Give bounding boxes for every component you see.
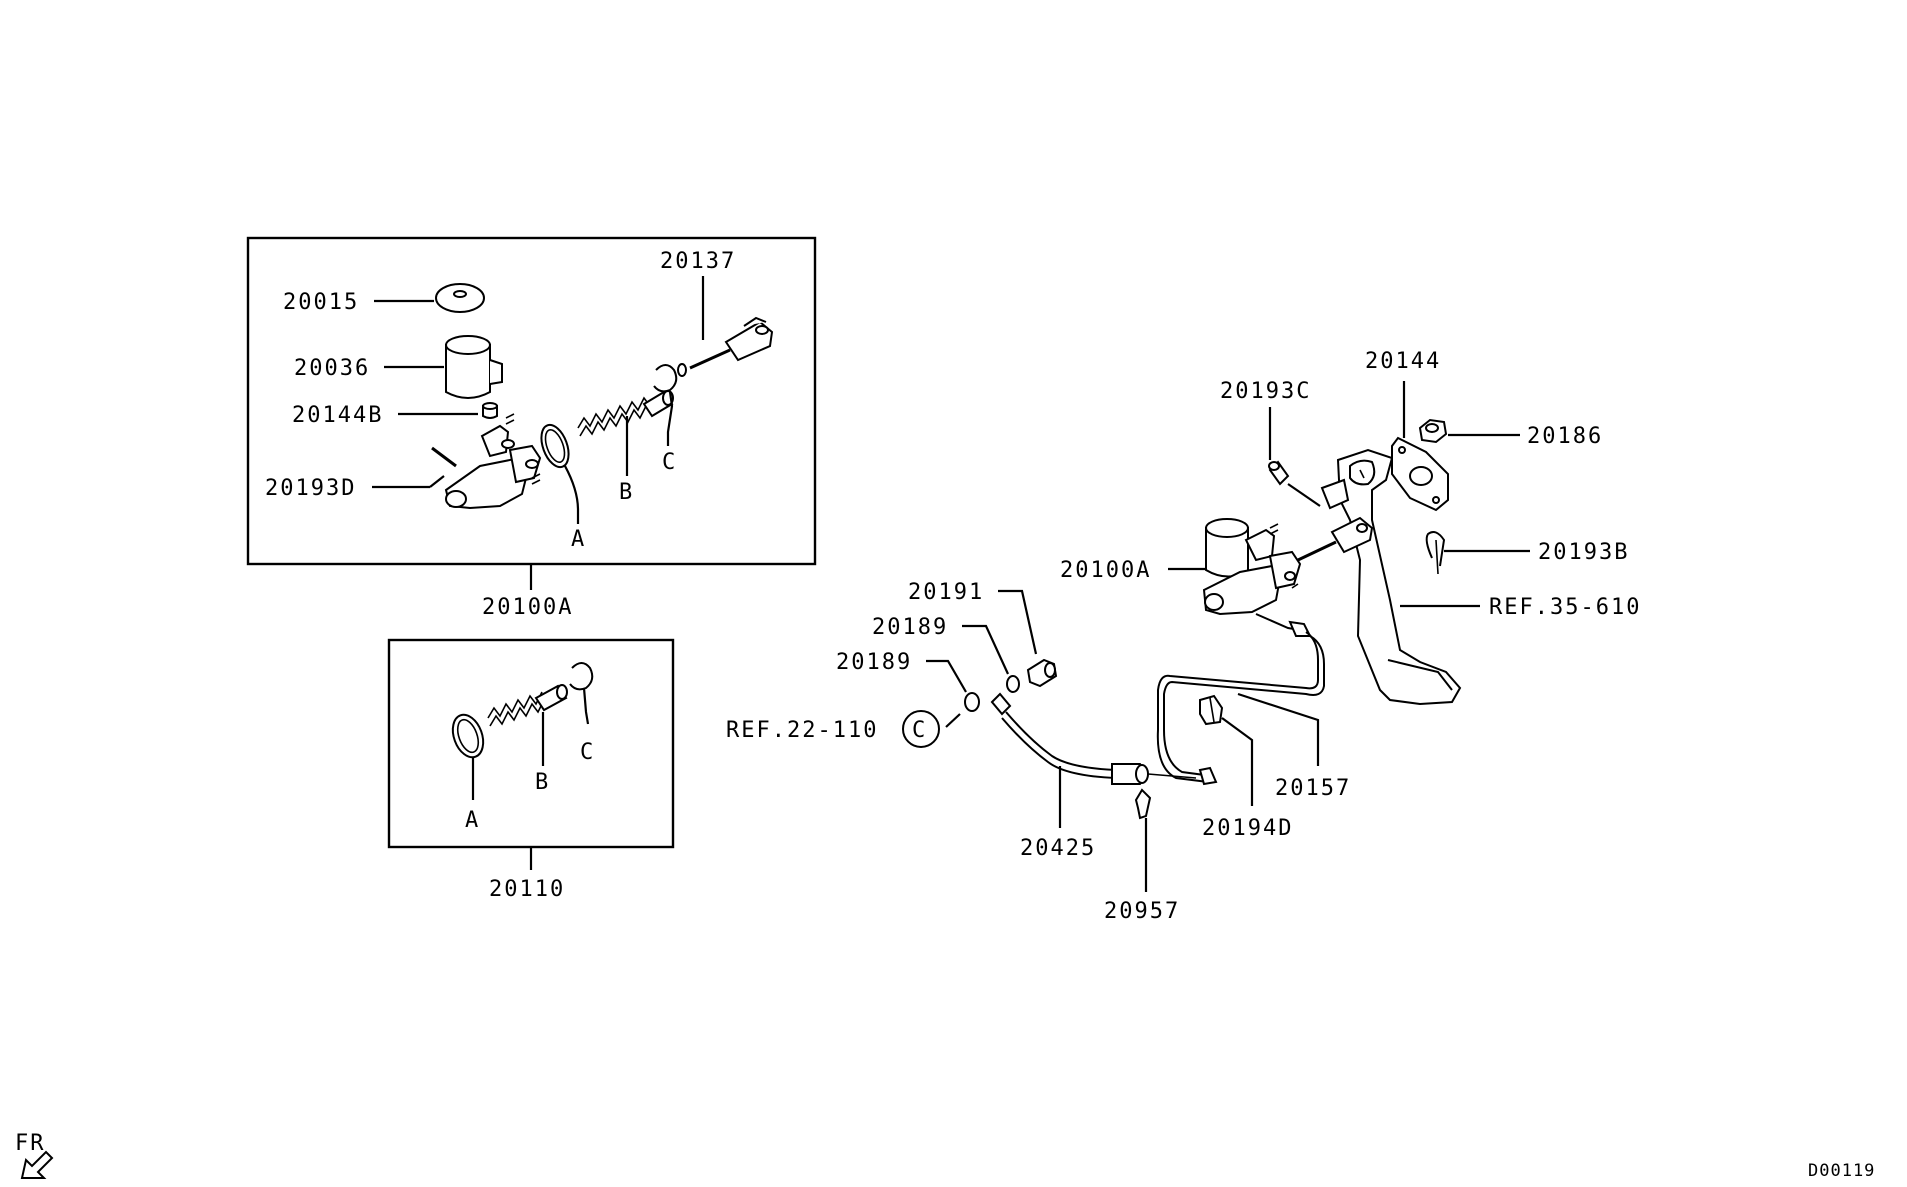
label-20015[interactable]: 20015 bbox=[283, 290, 359, 315]
part-c-circlip-kit1[interactable] bbox=[653, 364, 678, 393]
kit-20100a-box bbox=[246, 236, 817, 566]
label-20110-kit[interactable]: 20110 bbox=[489, 877, 565, 902]
part-20425-hose[interactable] bbox=[990, 692, 1197, 785]
label-20186[interactable]: 20186 bbox=[1527, 424, 1603, 449]
label-fr: FR bbox=[15, 1131, 46, 1156]
label-20137[interactable]: 20137 bbox=[660, 249, 736, 274]
part-20193c-clevis-pin[interactable] bbox=[1268, 460, 1290, 486]
label-20194d[interactable]: 20194D bbox=[1202, 816, 1293, 841]
part-pedal-assembly[interactable] bbox=[1320, 448, 1462, 706]
label-20036[interactable]: 20036 bbox=[294, 356, 370, 381]
label-20425[interactable]: 20425 bbox=[1020, 836, 1096, 861]
part-20144-gasket[interactable] bbox=[1391, 436, 1449, 512]
part-b-spring-piston-kit1[interactable] bbox=[577, 390, 674, 437]
part-b-spring-piston-kit2[interactable] bbox=[487, 684, 568, 727]
part-20036-reservoir[interactable] bbox=[445, 335, 503, 399]
part-20193d-pin[interactable] bbox=[431, 446, 457, 468]
label-a-kit1[interactable]: A bbox=[571, 527, 586, 552]
part-c-circlip-kit2[interactable] bbox=[569, 662, 594, 691]
label-c-kit2[interactable]: C bbox=[580, 740, 595, 765]
part-20137-push-rod[interactable] bbox=[677, 316, 774, 377]
label-20193d[interactable]: 20193D bbox=[265, 476, 356, 501]
part-master-cylinder-body bbox=[444, 413, 542, 510]
label-20193c[interactable]: 20193C bbox=[1220, 379, 1311, 404]
part-20144b-grommet[interactable] bbox=[482, 402, 498, 419]
part-20193b-snap-pin[interactable] bbox=[1425, 531, 1446, 575]
part-a-seal-ring-kit2[interactable] bbox=[447, 711, 488, 762]
label-20189-lower[interactable]: 20189 bbox=[836, 650, 912, 675]
part-20194d-clip[interactable] bbox=[1199, 694, 1224, 726]
part-20957-clip[interactable] bbox=[1134, 788, 1152, 820]
label-20100a[interactable]: 20100A bbox=[1060, 558, 1151, 583]
part-20189-washer-lower[interactable] bbox=[964, 692, 980, 712]
part-a-seal-ring-kit1[interactable] bbox=[536, 421, 574, 471]
label-20191[interactable]: 20191 bbox=[908, 580, 984, 605]
label-b-kit2[interactable]: B bbox=[535, 770, 550, 795]
label-20100a-kit[interactable]: 20100A bbox=[482, 595, 573, 620]
label-ref-22-110[interactable]: REF.22-110 bbox=[726, 718, 878, 743]
label-c-kit1[interactable]: C bbox=[662, 450, 677, 475]
front-direction-arrow-icon bbox=[20, 1150, 54, 1179]
label-ref-22-110-circle: C bbox=[912, 718, 927, 743]
label-b-kit1[interactable]: B bbox=[619, 480, 634, 505]
label-20193b[interactable]: 20193B bbox=[1538, 540, 1629, 565]
part-20157-pipe[interactable] bbox=[1156, 613, 1325, 786]
label-20144[interactable]: 20144 bbox=[1365, 349, 1441, 374]
label-20144b[interactable]: 20144B bbox=[292, 403, 383, 428]
part-20189-washer-upper[interactable] bbox=[1006, 675, 1020, 693]
part-20015-cap[interactable] bbox=[435, 283, 485, 313]
part-20100a-master-cylinder[interactable] bbox=[1202, 516, 1374, 616]
label-20957[interactable]: 20957 bbox=[1104, 899, 1180, 924]
label-20189-upper[interactable]: 20189 bbox=[872, 615, 948, 640]
diagram-code: D00119 bbox=[1808, 1161, 1875, 1181]
part-20186-nut[interactable] bbox=[1418, 418, 1448, 444]
part-20191-union-bolt[interactable] bbox=[1026, 658, 1058, 688]
label-a-kit2[interactable]: A bbox=[465, 808, 480, 833]
label-ref-35-610[interactable]: REF.35-610 bbox=[1489, 595, 1641, 620]
label-20157[interactable]: 20157 bbox=[1275, 776, 1351, 801]
ref-22-110-marker[interactable] bbox=[902, 710, 940, 748]
kit-20110-box bbox=[387, 638, 675, 849]
